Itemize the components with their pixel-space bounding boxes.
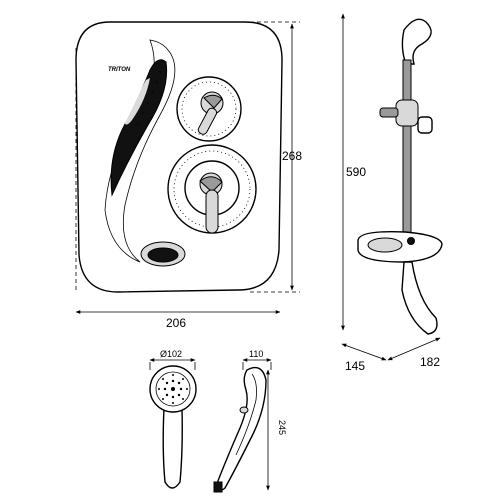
unit-width-label: 206 (166, 316, 186, 330)
temperature-scale-marks (137, 71, 161, 125)
handset-spray-plate (155, 371, 191, 407)
swoosh-dark-panel (110, 59, 168, 197)
swoosh-outline (104, 39, 176, 263)
handset-handle (162, 407, 183, 489)
riser-rail-pole (402, 59, 412, 261)
riser-top-bracket (401, 18, 432, 65)
handset-spray-nozzles (158, 374, 188, 404)
riser-depth-a-dimension-line (341, 343, 387, 361)
handset-hose-connector (213, 481, 223, 493)
handset-depth-label: 110 (249, 349, 263, 359)
handset-side-view: 110 245 (213, 349, 287, 493)
shower-unit-front-view: TRITON 268 206 (75, 21, 302, 330)
power-selector-knob[interactable] (176, 76, 242, 142)
unit-height-label: 268 (282, 149, 302, 163)
riser-bottom-bracket (401, 261, 438, 335)
handset-front-view: Ø102 (149, 349, 197, 489)
riser-depth-a-label: 145 (345, 359, 365, 373)
swoosh-highlight (124, 78, 150, 125)
indicator-lens (147, 247, 179, 263)
handset-side-button (239, 406, 249, 414)
brand-logo: TRITON (108, 67, 131, 73)
riser-rail-kit: 590 145 182 (341, 13, 443, 373)
temperature-control-knob[interactable] (167, 144, 257, 234)
handset-side-body (215, 366, 267, 492)
handset-diameter-label: Ø102 (160, 349, 182, 359)
riser-depth-b-label: 182 (420, 355, 440, 369)
handset-length-label: 245 (277, 420, 287, 435)
riser-slider[interactable] (379, 99, 433, 134)
riser-depth-b-dimension-line (387, 337, 441, 361)
handset-side-ridge (235, 373, 257, 456)
soap-dish (357, 230, 443, 263)
riser-height-label: 590 (346, 165, 366, 179)
